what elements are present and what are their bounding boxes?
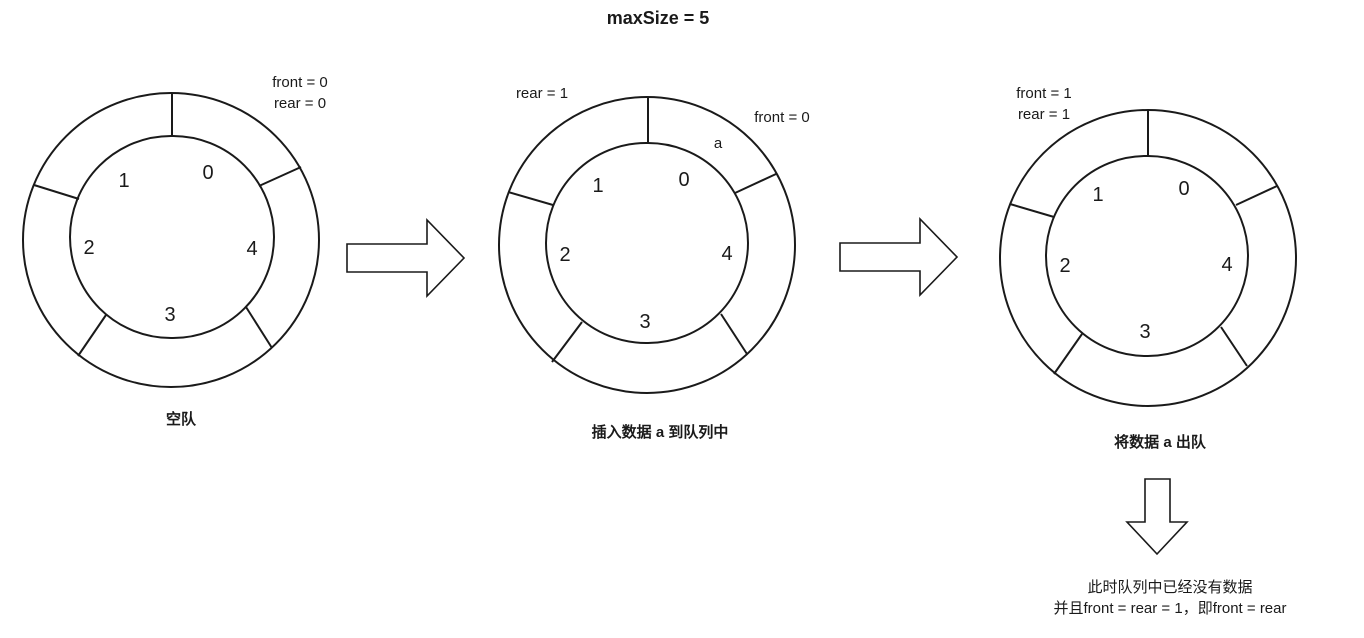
slot-index-3: 3 [164, 304, 175, 326]
slot-index-3: 3 [639, 311, 650, 333]
slot-index-1: 1 [592, 175, 603, 197]
data-item-a: a [714, 135, 723, 152]
slot-dividers [507, 97, 777, 363]
slot-index-3: 3 [1139, 321, 1150, 343]
queue-state-enqueued: 0 1 2 3 4 a rear = 1 front = 0 插入数据 a 到队… [498, 85, 810, 441]
slot-index-0: 0 [678, 169, 689, 191]
front-pointer-label: front = 1 [1016, 85, 1071, 102]
state-caption: 空队 [166, 410, 197, 428]
slot-index-2: 2 [83, 237, 94, 259]
slot-index-0: 0 [1178, 178, 1189, 200]
front-pointer-label: front = 0 [754, 109, 809, 126]
front-pointer-label: front = 0 [272, 74, 327, 91]
queue-state-empty: 0 1 2 3 4 front = 0 rear = 0 空队 [22, 74, 328, 428]
state-caption: 插入数据 a 到队列中 [592, 423, 729, 441]
slot-dividers [33, 93, 302, 357]
conclusion-line-2: 并且front = rear = 1，即front = rear [1053, 600, 1286, 617]
queue-state-dequeued: 0 1 2 3 4 front = 1 rear = 1 将数据 a 出队 [999, 85, 1297, 451]
slot-index-1: 1 [118, 170, 129, 192]
right-arrow-icon [346, 218, 466, 298]
rear-pointer-label: rear = 0 [274, 95, 326, 112]
slot-index-4: 4 [246, 238, 257, 260]
diagram-title: maxSize = 5 [607, 8, 710, 28]
slot-index-0: 0 [202, 162, 213, 184]
slot-index-2: 2 [1059, 255, 1070, 277]
rear-pointer-label: rear = 1 [1018, 106, 1070, 123]
slot-index-1: 1 [1092, 184, 1103, 206]
state-caption: 将数据 a 出队 [1114, 433, 1207, 451]
slot-index-4: 4 [721, 243, 732, 265]
conclusion-line-1: 此时队列中已经没有数据 [1087, 579, 1252, 596]
slot-dividers [1009, 110, 1278, 375]
down-arrow-icon [1125, 478, 1189, 556]
right-arrow-icon [839, 217, 959, 297]
slot-index-2: 2 [559, 244, 570, 266]
slot-index-4: 4 [1221, 254, 1232, 276]
rear-pointer-label: rear = 1 [516, 85, 568, 102]
